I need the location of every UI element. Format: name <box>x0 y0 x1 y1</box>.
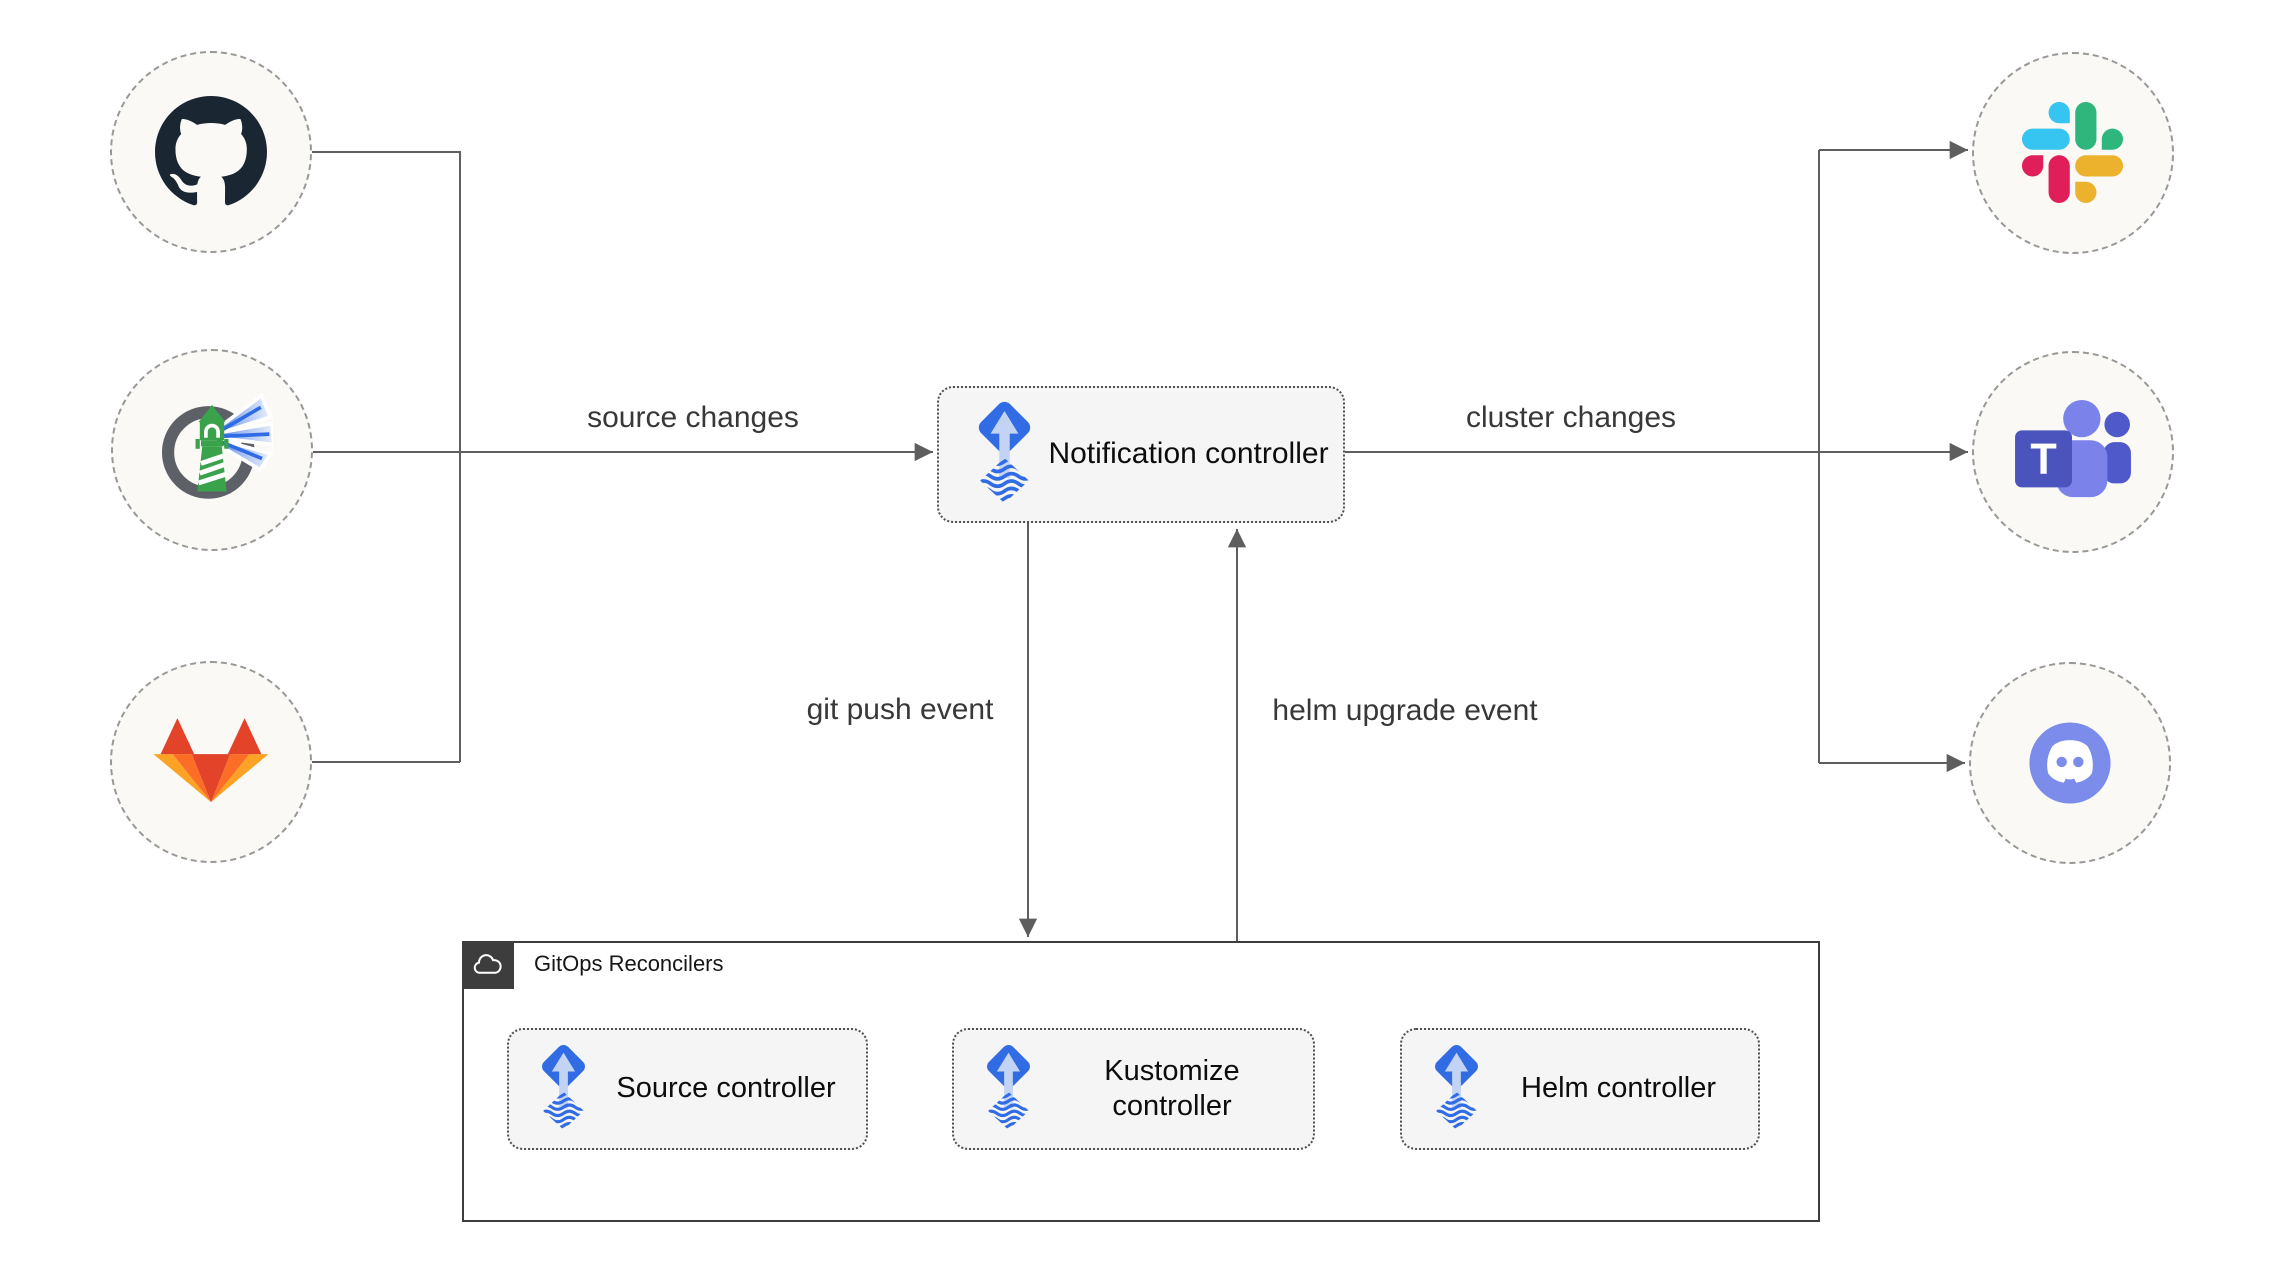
edge-label-source-changes: source changes <box>587 401 799 434</box>
teams-logo-letter: T <box>2030 436 2056 484</box>
github-icon <box>155 96 267 206</box>
node-label: Source controller <box>616 1072 836 1105</box>
flux-icon <box>527 1041 600 1137</box>
flux-icon <box>972 1041 1045 1137</box>
node-label: Kustomize controller <box>1104 1054 1240 1122</box>
edge-label-cluster-changes: cluster changes <box>1465 401 1677 434</box>
endpoint-github <box>110 51 312 253</box>
node-kustomize-controller: Kustomize controller <box>952 1028 1315 1150</box>
discord-icon <box>2029 722 2111 804</box>
harbor-icon <box>161 393 273 499</box>
group-title: GitOps Reconcilers <box>534 951 724 976</box>
node-label: Notification controller <box>1048 437 1329 471</box>
endpoint-teams: T <box>1972 351 2174 553</box>
endpoint-harbor <box>111 349 313 551</box>
node-notification-controller: Notification controller <box>937 386 1345 523</box>
flux-icon <box>961 397 1048 512</box>
node-label: Helm controller <box>1521 1072 1716 1105</box>
endpoint-slack <box>1972 52 2174 254</box>
edge-label-helm-upgrade-event: helm upgrade event <box>1272 694 1538 727</box>
cloud-icon <box>473 954 502 974</box>
node-source-controller: Source controller <box>507 1028 868 1150</box>
group-corner <box>462 941 514 989</box>
gitlab-icon <box>153 717 269 802</box>
edge-label-git-push-event: git push event <box>806 693 994 726</box>
flux-icon <box>1420 1041 1493 1137</box>
slack-icon <box>2022 102 2124 204</box>
node-helm-controller: Helm controller <box>1400 1028 1760 1150</box>
teams-icon: T <box>2015 399 2131 498</box>
endpoint-gitlab <box>110 661 312 863</box>
endpoint-discord <box>1969 662 2171 864</box>
